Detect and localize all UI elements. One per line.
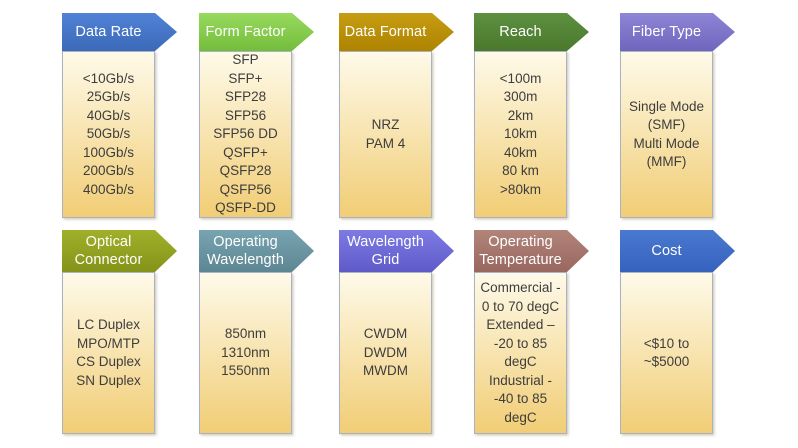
column-fiber-type: Fiber Type Single Mode (SMF) Multi Mode (MM… bbox=[620, 13, 735, 218]
cost-header-arrow: Cost bbox=[620, 230, 735, 272]
fiber-type-header-arrow: Fiber Type bbox=[620, 13, 735, 51]
column-operating-temperature: Operating Temperature Commercial - 0 to 7… bbox=[474, 230, 589, 434]
fiber-type-options-list: Single Mode (SMF) Multi Mode (MMF) bbox=[620, 51, 713, 218]
form-factor-header-arrow: Form Factor bbox=[199, 13, 314, 51]
form-factor-header-label: Form Factor bbox=[205, 24, 286, 40]
body-line: 40km bbox=[503, 144, 537, 160]
body-line: <100m bbox=[499, 70, 542, 86]
body-line: QSFP28 bbox=[219, 163, 272, 179]
data-format-header-arrow: Data Format bbox=[339, 13, 454, 51]
body-line: 1550nm bbox=[221, 363, 270, 379]
body-line: degC bbox=[504, 409, 537, 425]
body-line: Industrial - bbox=[488, 372, 553, 388]
reach-options-list: <100m 300m 2km 10km 40km 80 km >80km bbox=[474, 51, 567, 218]
body-line: Extended – bbox=[486, 317, 555, 332]
body-line: QSFP56 bbox=[219, 181, 272, 197]
body-line: Single Mode bbox=[628, 98, 705, 114]
body-line: SFP56 DD bbox=[213, 126, 278, 142]
body-line: Commercial - bbox=[480, 280, 561, 295]
body-line: SFP bbox=[232, 52, 259, 68]
body-line: SFP28 bbox=[224, 89, 267, 105]
optical-connector-header-label: Optical Connector bbox=[74, 234, 143, 268]
body-line: <$10 to bbox=[643, 335, 690, 351]
optical-connector-header-arrow: Optical Connector bbox=[62, 230, 177, 272]
body-line: -20 to 85 bbox=[493, 335, 548, 351]
data-rate-header-arrow: Data Rate bbox=[62, 13, 177, 51]
body-line: MWDM bbox=[363, 363, 408, 379]
column-reach: Reach <100m 300m 2km 10km 40km 80 km >80km bbox=[474, 13, 589, 218]
body-line: -40 to 85 bbox=[493, 391, 548, 406]
body-line: degC bbox=[504, 354, 537, 369]
body-line: NRZ bbox=[371, 117, 400, 132]
body-line: 1310nm bbox=[221, 344, 270, 360]
data-rate-header-label: Data Rate bbox=[75, 24, 142, 40]
operating-temperature-options-list: Commercial - 0 to 70 degC Extended – -20 to… bbox=[474, 272, 567, 434]
column-wavelength-grid: Wavelength Grid CWDM DWDM MWDM bbox=[339, 230, 454, 434]
data-rate-options-list: <10Gb/s 25Gb/s 40Gb/s 50Gb/s 100Gb/s 200Gb/s 4… bbox=[62, 51, 155, 218]
body-line: (SMF) bbox=[647, 117, 686, 132]
body-line: 50Gb/s bbox=[86, 126, 131, 142]
body-line: SFP+ bbox=[228, 70, 263, 86]
body-line: CWDM bbox=[363, 326, 408, 342]
data-format-header-label: Data Format bbox=[344, 24, 427, 40]
column-data-rate: Data Rate <10Gb/s 25Gb/s 40Gb/s 50Gb/s 100Gb… bbox=[62, 13, 177, 218]
body-line: SFP56 bbox=[224, 107, 267, 123]
operating-temperature-header-label: Operating Temperature bbox=[479, 234, 562, 268]
body-line: >80km bbox=[500, 181, 541, 197]
column-cost: Cost <$10 to ~$5000 bbox=[620, 230, 735, 434]
body-line: 850nm bbox=[224, 326, 267, 342]
body-line: ~$5000 bbox=[643, 354, 690, 369]
body-line: <10Gb/s bbox=[82, 70, 135, 86]
fiber-type-header-label: Fiber Type bbox=[631, 24, 702, 40]
body-line: 400Gb/s bbox=[82, 181, 135, 197]
body-line: PAM 4 bbox=[365, 135, 406, 151]
operating-wavelength-options-list: 850nm 1310nm 1550nm bbox=[199, 272, 292, 434]
body-line: CS Duplex bbox=[76, 354, 141, 369]
reach-header-arrow: Reach bbox=[474, 13, 589, 51]
body-line: 300m bbox=[503, 89, 538, 105]
body-line: 40Gb/s bbox=[86, 107, 131, 123]
body-line: 200Gb/s bbox=[82, 163, 135, 179]
wavelength-grid-options-list: CWDM DWDM MWDM bbox=[339, 272, 432, 434]
body-line: LC Duplex bbox=[76, 317, 141, 332]
body-line: 25Gb/s bbox=[86, 89, 131, 105]
wavelength-grid-header-label: Wavelength Grid bbox=[346, 234, 425, 268]
body-line: 10km bbox=[503, 126, 537, 142]
body-line: Multi Mode bbox=[633, 135, 700, 151]
body-line: MPO/MTP bbox=[77, 335, 140, 351]
cost-header-label: Cost bbox=[651, 243, 682, 259]
body-line: SN Duplex bbox=[76, 372, 141, 388]
reach-header-label: Reach bbox=[499, 24, 542, 40]
body-line: 100Gb/s bbox=[82, 144, 135, 160]
body-line: DWDM bbox=[363, 344, 408, 360]
wavelength-grid-header-arrow: Wavelength Grid bbox=[339, 230, 454, 272]
cost-options-list: <$10 to ~$5000 bbox=[620, 272, 713, 434]
operating-temperature-header-arrow: Operating Temperature bbox=[474, 230, 589, 272]
body-line: (MMF) bbox=[646, 154, 687, 169]
body-line: 0 to 70 degC bbox=[481, 298, 560, 314]
body-line: QSFP+ bbox=[223, 144, 268, 160]
data-format-options-list: NRZ PAM 4 bbox=[339, 51, 432, 218]
body-line: QSFP-DD bbox=[215, 200, 276, 216]
column-data-format: Data Format NRZ PAM 4 bbox=[339, 13, 454, 218]
body-line: 2km bbox=[507, 107, 534, 123]
operating-wavelength-header-label: Operating Wavelength bbox=[206, 234, 285, 268]
body-line: 80 km bbox=[502, 163, 539, 179]
column-operating-wavelength: Operating Wavelength 850nm 1310nm 1550nm bbox=[199, 230, 314, 434]
operating-wavelength-header-arrow: Operating Wavelength bbox=[199, 230, 314, 272]
